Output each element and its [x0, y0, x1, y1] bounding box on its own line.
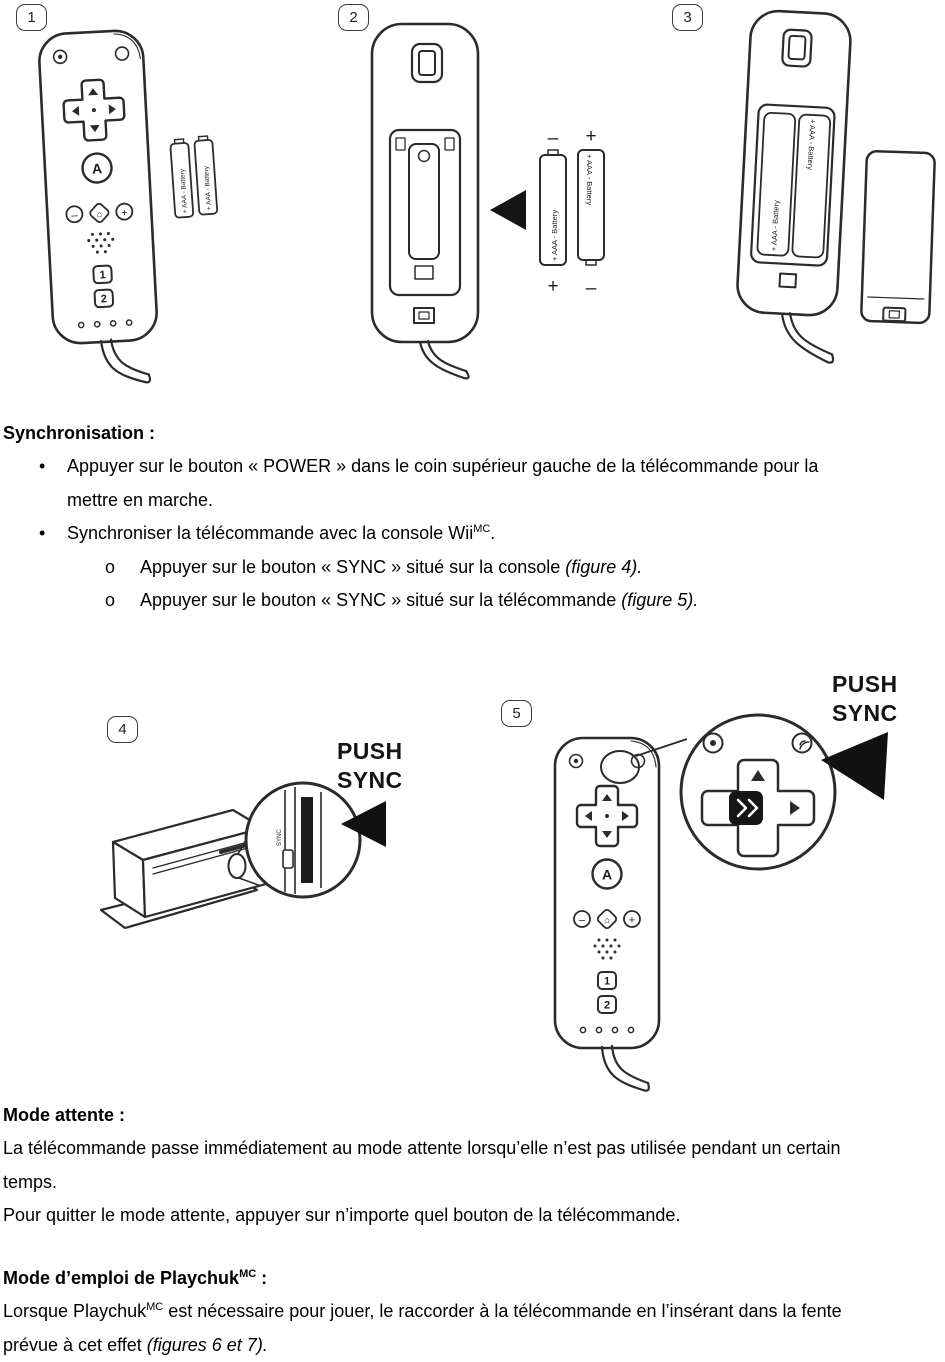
console-sync-button-label: SYNC	[277, 829, 283, 846]
sync-area-callout	[600, 750, 640, 784]
wrist-strap-icon	[418, 339, 470, 380]
standby-section: Mode attente : La télécommande passe imm…	[3, 1099, 849, 1233]
push-sync-label: PUSH	[337, 738, 403, 764]
figure-2-badge: 2	[338, 4, 369, 31]
playchuk-section: Mode d’emploi de PlaychukMC : Lorsque Pl…	[3, 1262, 849, 1362]
figures-6-7-reference: (figures 6 et 7).	[146, 1334, 268, 1355]
sub-bullet-console-sync: o Appuyer sur le bouton « SYNC » situé s…	[3, 551, 849, 584]
remote-back-batteries-illustration: + AAA - Battery + AAA - Battery	[736, 9, 852, 364]
bullet-power-text: Appuyer sur le bouton « POWER » dans le …	[67, 456, 819, 510]
slot-detail-icon	[301, 797, 313, 883]
sub-bullet-marker: o	[105, 556, 116, 577]
bullet-item-sync: • Synchroniser la télécommande avec la c…	[3, 517, 849, 550]
sync-area-callout	[227, 853, 247, 879]
bullet-sync-text: Synchroniser la télécommande avec la con…	[67, 517, 849, 550]
figure-1-illustration: + AAA - Battery + AAA - Battery	[36, 28, 219, 389]
push-sync-label: SYNC	[832, 700, 898, 726]
playchuk-paragraph-pre: Lorsque Playchuk	[3, 1301, 147, 1322]
standby-paragraph-1: La télécommande passe immédiatement au m…	[3, 1138, 841, 1192]
remote-sync-button-icon	[729, 791, 763, 825]
wii-mc-superscript: MC	[473, 523, 491, 536]
figure-5-reference: (figure 5).	[621, 590, 699, 611]
standby-heading: Mode attente :	[3, 1105, 126, 1125]
sub-bullet-remote-sync: o Appuyer sur le bouton « SYNC » situé s…	[3, 584, 849, 617]
polarity-sign: –	[548, 128, 559, 149]
battery-label: + AAA - Battery	[550, 210, 559, 261]
battery-compartment-icon	[388, 128, 462, 297]
playchuk-heading-text: Mode d’emploi de Playchuk	[3, 1268, 240, 1288]
playchuk-paragraph-body: est nécessaire pour jouer, le raccorder …	[3, 1301, 842, 1355]
sub-bullet-console-body: Appuyer sur le bouton « SYNC » situé sur…	[140, 556, 566, 577]
figure-5-illustration: PUSH SYNC	[553, 671, 898, 1092]
figure-1-badge: 1	[16, 4, 47, 31]
push-sync-label: PUSH	[832, 671, 898, 697]
battery-compartment-icon: + AAA - Battery + AAA - Battery	[750, 103, 836, 267]
synchronisation-heading: Synchronisation :	[3, 423, 156, 443]
figure-4-badge: 4	[107, 716, 138, 743]
bullet-marker: •	[39, 456, 46, 477]
battery-icon: + AAA - Battery	[756, 111, 797, 257]
synchronisation-section: Synchronisation : • Appuyer sur le bouto…	[3, 417, 849, 617]
screw-icon	[702, 732, 724, 754]
sub-bullet-console-text: Appuyer sur le bouton « SYNC » situé sur…	[140, 551, 849, 584]
insert-arrow-icon	[490, 190, 526, 230]
battery-label: + AAA - Battery	[179, 168, 189, 213]
sub-bullet-marker: o	[105, 590, 116, 611]
bullet-sync-text-post: .	[490, 523, 496, 544]
battery-icon: + AAA - Battery	[193, 135, 219, 216]
push-sync-label: SYNC	[337, 767, 403, 793]
playchuk-paragraph: Lorsque PlaychukMC est nécessaire pour j…	[3, 1295, 849, 1362]
magnifier-circle	[679, 713, 837, 871]
polarity-sign: –	[586, 278, 597, 299]
figure-4-reference: (figure 4).	[565, 556, 643, 577]
pointer-arrow-icon	[341, 801, 386, 847]
playchuk-mc-superscript: MC	[146, 1301, 164, 1314]
wireless-icon	[791, 732, 813, 754]
figure-2-illustration: + AAA - Battery + AAA - Battery – + + –	[370, 22, 605, 380]
top-switch-icon	[410, 42, 444, 84]
figure-3-illustration: + AAA - Battery + AAA - Battery	[736, 9, 936, 364]
playchuk-mc-superscript: MC	[239, 1268, 257, 1280]
battery-icon: + AAA - Battery	[169, 138, 195, 219]
sub-bullet-remote-text: Appuyer sur le bouton « SYNC » situé sur…	[140, 584, 849, 617]
battery-icon: + AAA - Battery	[577, 149, 605, 266]
figure-5-badge: 5	[501, 700, 532, 727]
playchuk-heading: Mode d’emploi de PlaychukMC :	[3, 1262, 849, 1295]
standby-paragraph-2: Pour quitter le mode attente, appuyer su…	[3, 1205, 681, 1226]
bullet-item-power: • Appuyer sur le bouton « POWER » dans l…	[3, 450, 849, 517]
battery-icon: + AAA - Battery	[791, 113, 832, 259]
polarity-sign: +	[547, 276, 558, 297]
battery-icon: + AAA - Battery	[539, 149, 567, 266]
bullet-sync-text-pre: Synchroniser la télécommande avec la con…	[67, 523, 474, 544]
sync-button-icon	[778, 272, 798, 289]
wii-console-illustration	[99, 808, 268, 930]
battery-cover-icon	[860, 149, 936, 325]
polarity-sign: +	[585, 126, 596, 147]
battery-label: + AAA - Battery	[203, 165, 213, 210]
battery-label: + AAA - Battery	[806, 119, 818, 171]
sub-bullet-remote-body: Appuyer sur le bouton « SYNC » situé sur…	[140, 590, 622, 611]
wrist-strap-icon	[780, 312, 835, 364]
top-switch-icon	[781, 28, 813, 68]
battery-label: + AAA - Battery	[585, 154, 594, 205]
figure-4-illustration: SYNC PUSH SYNC	[99, 738, 403, 930]
figure-3-badge: 3	[672, 4, 703, 31]
pointer-arrow-icon	[821, 732, 888, 800]
playchuk-heading-colon: :	[256, 1268, 268, 1288]
magnifier-circle: SYNC	[244, 781, 362, 899]
console-sync-button-icon	[282, 849, 294, 869]
bullet-marker: •	[39, 523, 46, 544]
remote-back-open-illustration	[370, 22, 480, 380]
connector-port-icon	[413, 307, 435, 324]
battery-label: + AAA - Battery	[769, 200, 781, 252]
